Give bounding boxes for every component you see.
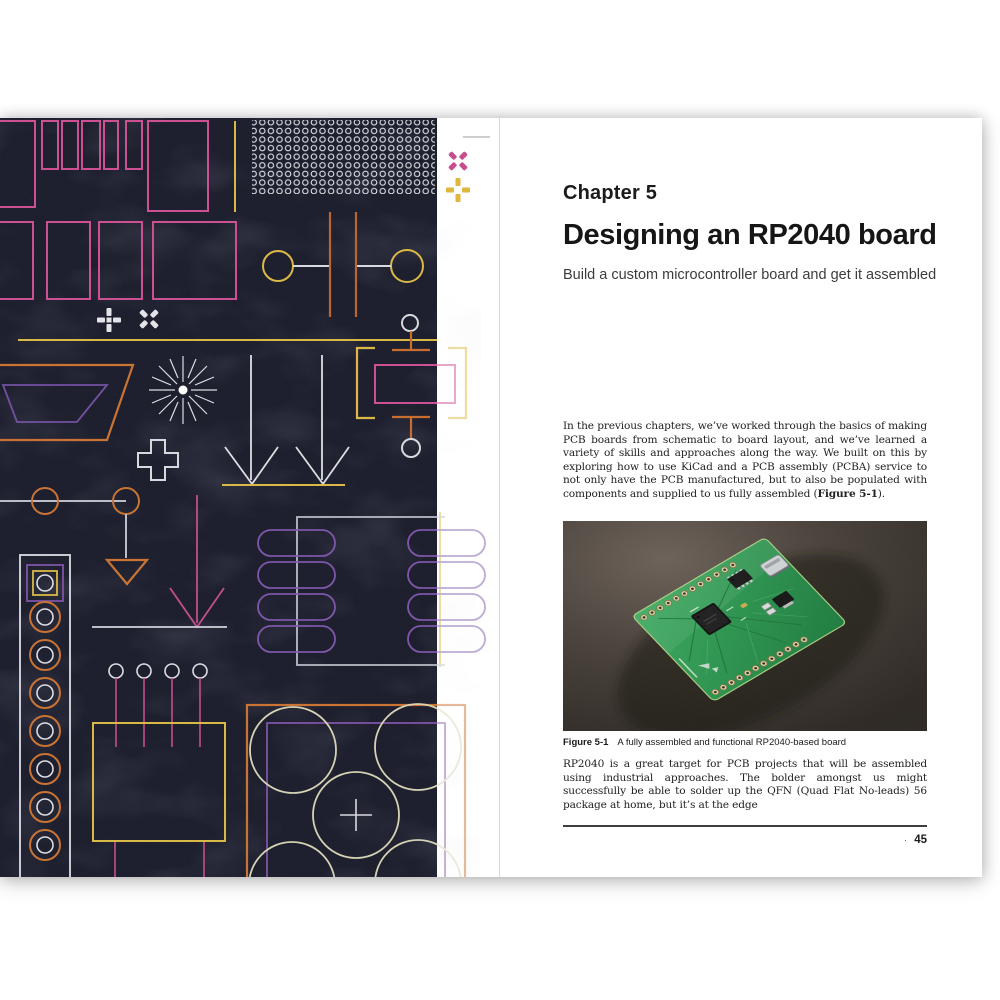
left-page [0,118,500,877]
pcb-artwork-illustration [0,118,499,877]
book-spread: Chapter 5 Designing an RP2040 board Buil… [0,118,982,877]
paragraph-text: In the previous chapters, we’ve worked t… [563,420,927,500]
figure-caption: Figure 5-1 A fully assembled and function… [563,737,846,748]
right-page: Chapter 5 Designing an RP2040 board Buil… [500,118,981,877]
figure-caption-label: Figure 5-1 [563,737,609,748]
page-title: Designing an RP2040 board [563,219,937,251]
crop-mark-cross-icon [446,178,470,202]
figure-reference: Figure 5-1 [817,487,878,500]
crop-mark-x-icon [448,151,468,171]
page-number: · 45 [563,834,927,846]
body-paragraph-2: RP2040 is a great target for PCB project… [563,758,927,811]
body-paragraph-1: In the previous chapters, we’ve worked t… [563,420,927,501]
paragraph-text: ). [877,487,885,500]
figure-image [563,521,927,731]
rp2040-board-photo [563,521,927,731]
figure-caption-text: A fully assembled and functional RP2040-… [617,737,847,748]
footer-rule [563,825,927,827]
page-number-value: 45 [914,834,927,846]
page-number-separator: · [903,835,908,846]
chapter-label: Chapter 5 [563,182,658,204]
chapter-subtitle: Build a custom microcontroller board and… [563,267,937,283]
